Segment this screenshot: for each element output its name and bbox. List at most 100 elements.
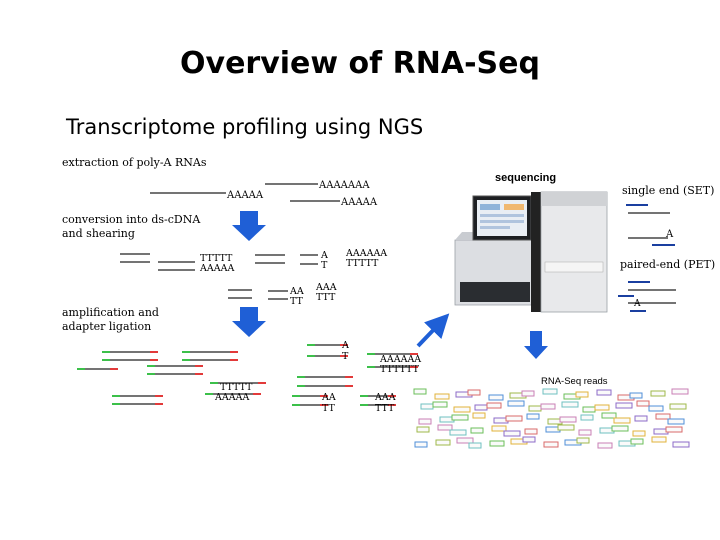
read-box xyxy=(578,429,592,436)
ligated-labels: A T AAAAAA TTTTTT TTTTT AAAAA AA TT AAA … xyxy=(214,340,421,414)
read-box xyxy=(629,392,643,399)
read-box xyxy=(432,401,448,408)
sequencer-machine-icon xyxy=(454,191,608,313)
read-box xyxy=(526,413,540,420)
polyA-label: AAAAA xyxy=(340,197,378,208)
read-box xyxy=(521,390,535,397)
ligated-label: TTT xyxy=(375,403,395,414)
read-box xyxy=(456,437,474,444)
read-box xyxy=(543,441,559,448)
read-box xyxy=(648,405,664,412)
fragment-label: TT xyxy=(290,296,304,307)
read-box xyxy=(655,413,671,420)
step-extraction-label: extraction of poly-A RNAs xyxy=(62,156,207,169)
slide-title: Overview of RNA-Seq xyxy=(180,46,540,81)
single-end-label: single end (SET) xyxy=(622,184,714,197)
ligated-label: TT xyxy=(322,403,336,414)
read-box xyxy=(491,425,507,432)
fragment-label: AA xyxy=(289,286,304,297)
fragment-label: AAAAAA xyxy=(345,248,387,259)
read-box xyxy=(669,403,687,410)
read-box xyxy=(435,439,451,446)
down-arrow-icon xyxy=(232,307,266,337)
read-box xyxy=(414,441,428,448)
read-box xyxy=(540,403,556,410)
read-box xyxy=(524,428,538,435)
read-box xyxy=(636,400,650,407)
read-box xyxy=(672,441,690,448)
read-box xyxy=(416,426,430,433)
read-box xyxy=(449,429,467,436)
read-box xyxy=(594,404,610,411)
ligated-label: AAA xyxy=(374,392,396,403)
step-amplification-label-1: amplification and xyxy=(62,306,159,319)
read-box xyxy=(503,430,521,437)
read-box xyxy=(630,438,644,445)
arrow-to-sequencer-icon xyxy=(416,313,450,348)
paired-end-reads: A xyxy=(618,281,676,312)
read-box xyxy=(434,393,450,400)
ligated-label: TTTTTT xyxy=(380,364,420,375)
step-conversion-label-2: and shearing xyxy=(62,227,135,240)
read-box xyxy=(561,401,579,408)
read-box xyxy=(420,403,434,410)
read-box xyxy=(651,436,667,443)
ligated-label: AAAAAA xyxy=(379,354,421,365)
read-box xyxy=(489,440,505,447)
fragment-label: A xyxy=(320,250,328,261)
read-box xyxy=(582,406,596,413)
read-box xyxy=(474,404,488,411)
read-mode-label: A xyxy=(665,229,674,240)
read-box xyxy=(575,391,589,398)
slide-subtitle: Transcriptome profiling using NGS xyxy=(66,115,424,139)
read-box xyxy=(451,414,469,421)
single-end-reads: A xyxy=(626,204,675,246)
read-box xyxy=(505,415,523,422)
read-box xyxy=(634,415,648,422)
polyA-label: AAAAAAA xyxy=(318,180,370,191)
ligated-label: AA xyxy=(321,392,336,403)
read-mode-label: A xyxy=(633,299,641,309)
read-box xyxy=(528,405,542,412)
read-box xyxy=(468,442,482,449)
read-box xyxy=(650,390,666,397)
read-box xyxy=(667,418,685,425)
read-box xyxy=(613,417,631,424)
paired-end-label: paired-end (PET) xyxy=(620,258,715,271)
rna-seq-reads-label: RNA-Seq reads xyxy=(541,376,608,387)
read-box xyxy=(542,388,558,395)
read-box xyxy=(557,424,575,431)
read-box xyxy=(467,389,481,396)
read-box xyxy=(671,388,689,395)
read-box xyxy=(413,388,427,395)
sequencing-label: sequencing xyxy=(495,172,556,184)
read-box xyxy=(615,402,633,409)
read-box xyxy=(576,437,590,444)
read-box xyxy=(632,430,646,437)
polyA-label: AAAAA xyxy=(226,190,264,201)
read-box xyxy=(472,412,486,419)
read-box xyxy=(522,436,536,443)
cdna-fragments: TTTTT AAAAA A T AAAAAA TTTTT AA TT AAA T… xyxy=(120,248,387,307)
read-box xyxy=(665,426,683,433)
read-box xyxy=(611,425,629,432)
read-box xyxy=(580,414,594,421)
ligated-fragments xyxy=(77,344,418,406)
step-amplification-label-2: adapter ligation xyxy=(62,320,151,333)
read-box xyxy=(601,412,617,419)
fragment-label: TTTTT xyxy=(200,253,233,264)
rna-seq-reads-cloud xyxy=(413,388,690,449)
read-box xyxy=(470,427,484,434)
read-box xyxy=(418,418,432,425)
down-arrow-icon xyxy=(524,331,548,359)
read-box xyxy=(596,389,612,396)
read-box xyxy=(453,406,471,413)
read-box xyxy=(437,424,453,431)
step-conversion-label-1: conversion into ds-cDNA xyxy=(62,213,201,226)
read-box xyxy=(559,416,577,423)
fragment-label: T xyxy=(321,260,328,271)
ligated-label: TTTTT xyxy=(220,382,253,393)
fragment-label: TTT xyxy=(316,292,336,303)
down-arrow-icon xyxy=(232,211,266,241)
